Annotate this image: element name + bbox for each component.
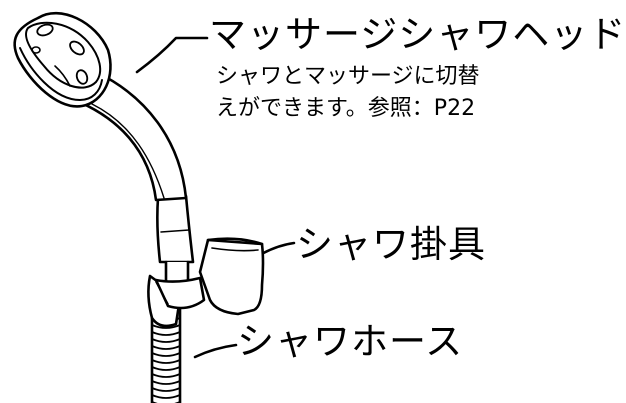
shower-holder-label: シャワ掛具 bbox=[296, 223, 486, 266]
hose-rib bbox=[151, 394, 181, 399]
leader-line-shower-head bbox=[135, 36, 209, 74]
hose-rib bbox=[151, 366, 181, 371]
hose-rib bbox=[151, 359, 181, 364]
hose-rib bbox=[151, 387, 181, 392]
shower-head bbox=[13, 11, 112, 108]
shower-hose-label: シャワホース bbox=[237, 320, 464, 363]
shower-holder-bracket bbox=[147, 237, 265, 328]
hose-rib bbox=[151, 345, 181, 350]
shower-handle-grip bbox=[156, 194, 195, 264]
hose-rib bbox=[151, 352, 181, 357]
shower-head-description-line-2: えができます。参照：P22 bbox=[216, 96, 476, 121]
leader-line-shower-hose bbox=[193, 343, 238, 359]
hose-rib bbox=[151, 338, 181, 343]
shower-head-description-line-1: シャワとマッサージに切替 bbox=[216, 64, 480, 89]
hose-rib bbox=[151, 331, 181, 336]
hose-rib bbox=[151, 380, 181, 385]
hose-rib bbox=[151, 324, 181, 329]
hose-rib bbox=[151, 373, 181, 378]
shower-handle-neck bbox=[62, 70, 188, 202]
shower-head-title-label: マッサージシャワヘッド： bbox=[209, 13, 626, 56]
